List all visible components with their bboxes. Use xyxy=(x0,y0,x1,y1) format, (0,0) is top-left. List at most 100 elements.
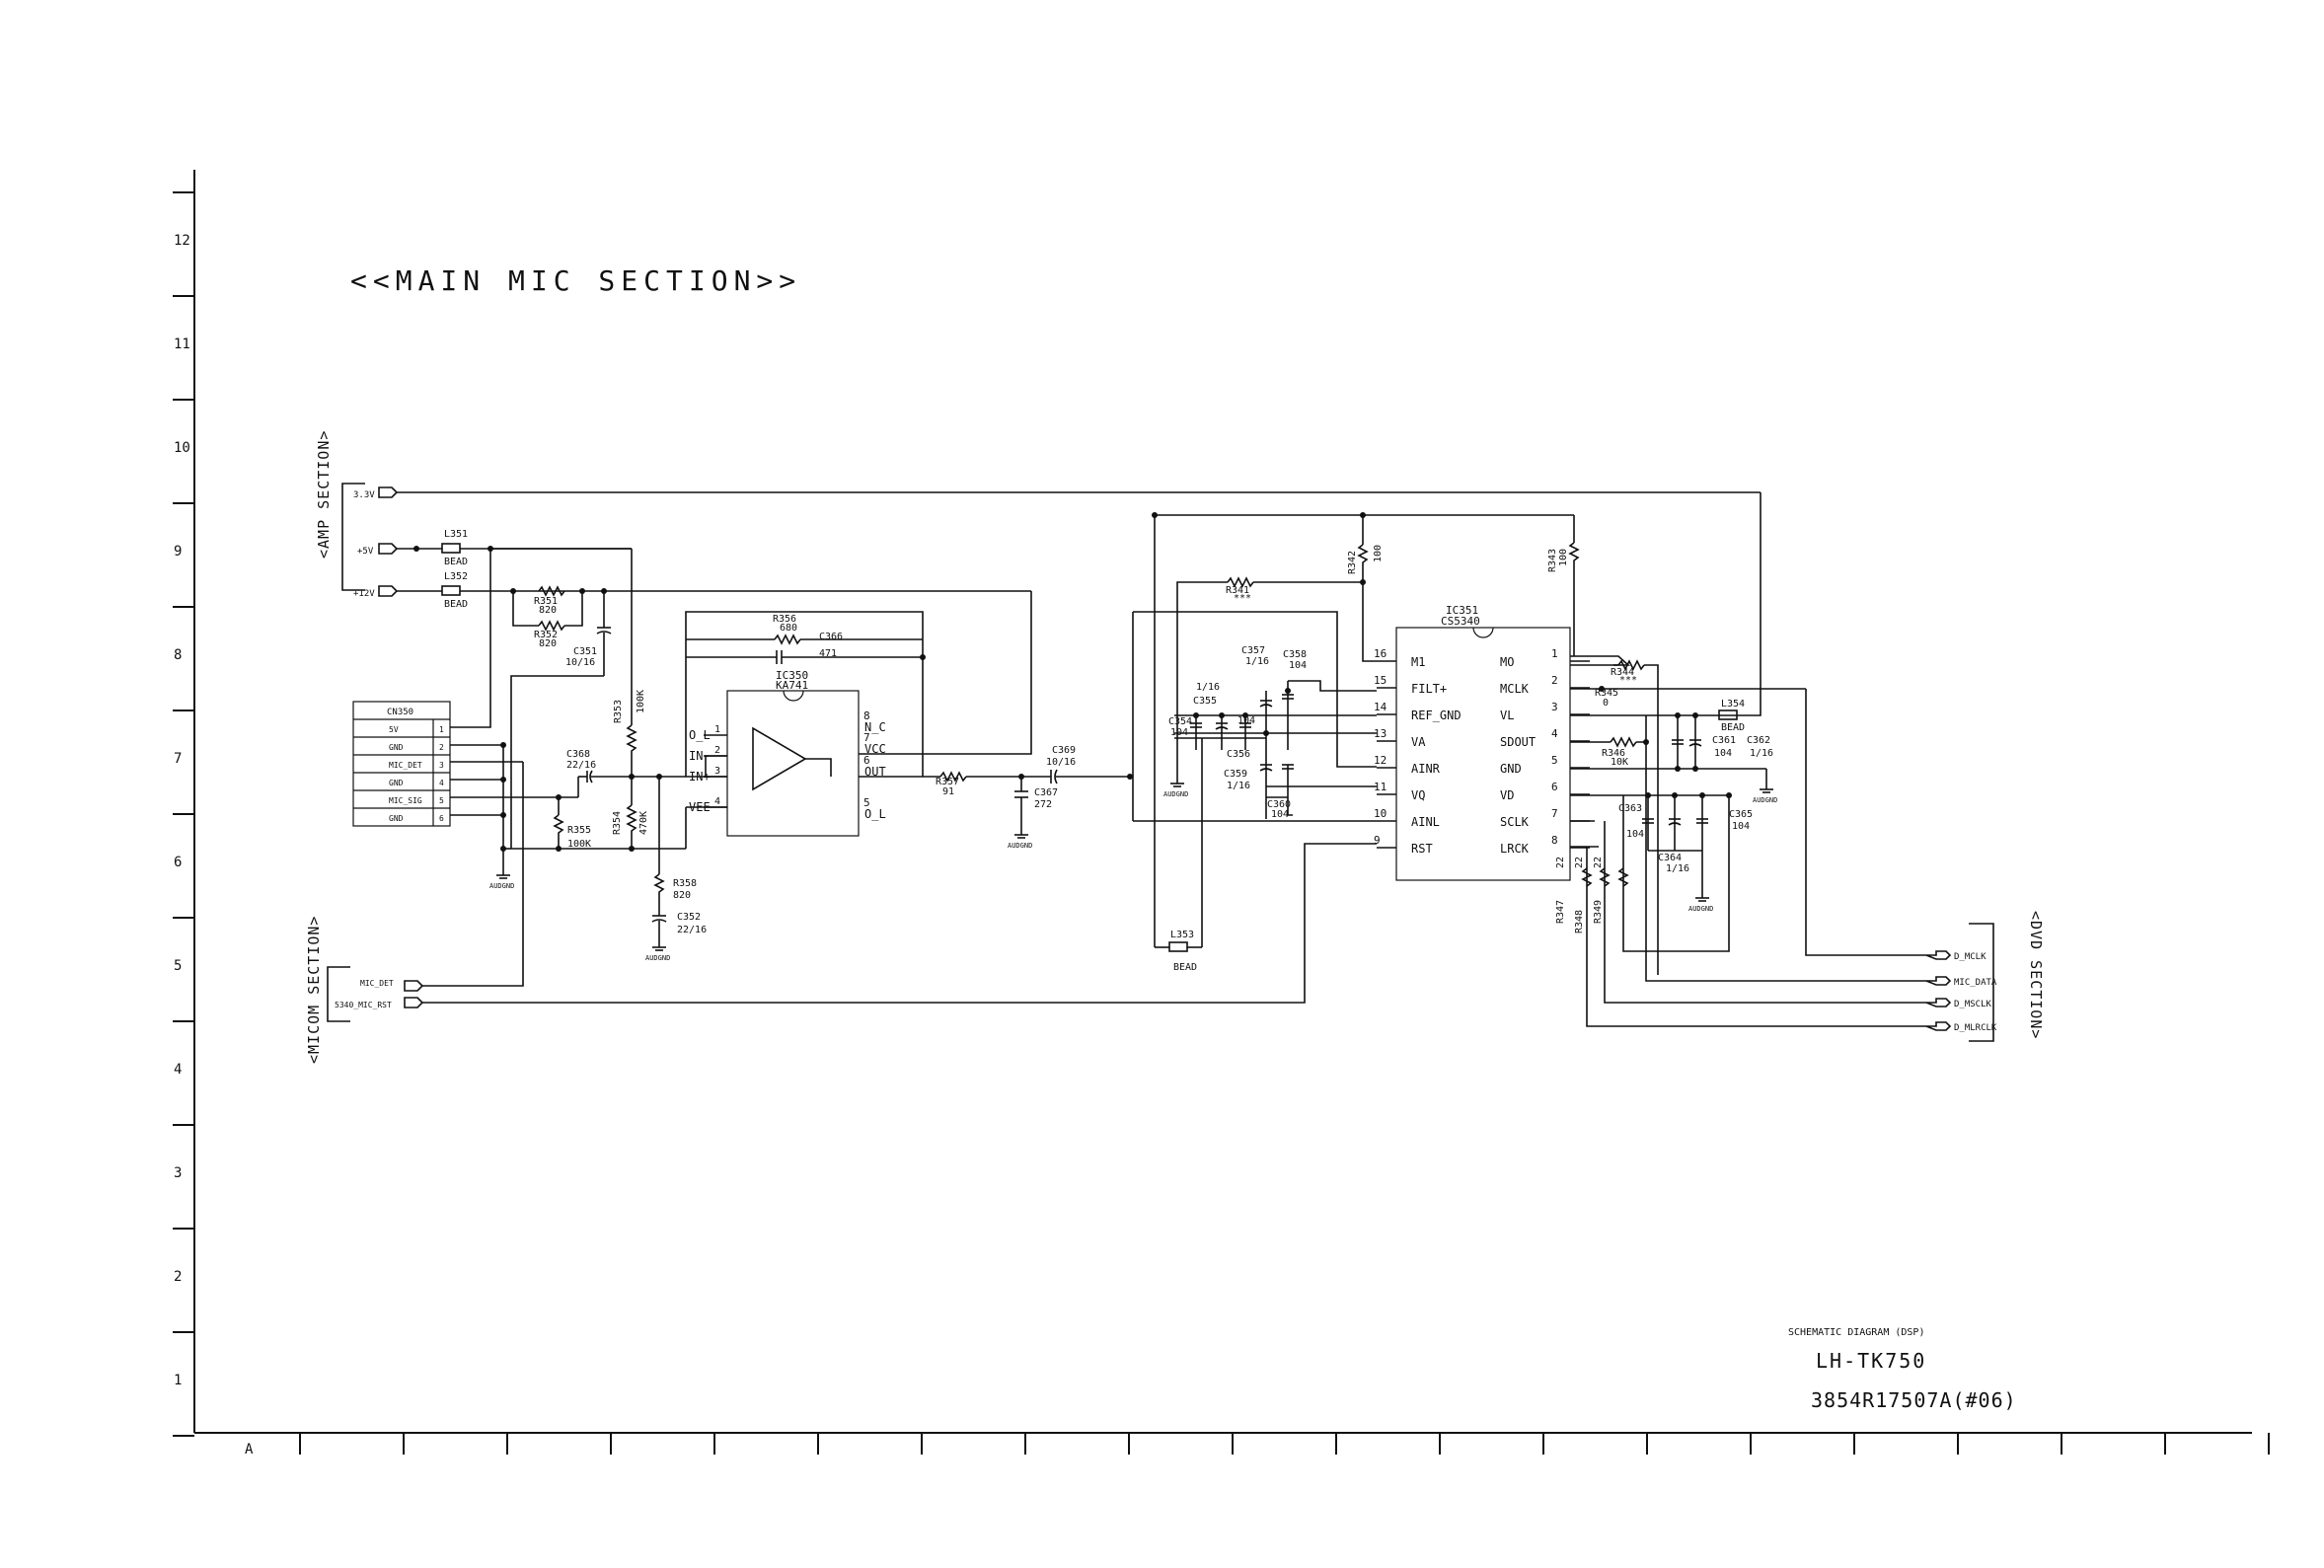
ic350-pin-number: 2 xyxy=(714,745,720,756)
junction-dot xyxy=(1360,579,1366,585)
junction-dot xyxy=(487,546,493,552)
micom-section-label: <MICOM SECTION> xyxy=(305,916,323,1064)
ic351-pin-name: VA xyxy=(1411,735,1426,749)
ic351-left-nets: R342 100 R341 *** C357 1/16 C358 104 1/1… xyxy=(1132,514,1574,973)
svg-text:22/16: 22/16 xyxy=(677,925,707,935)
junction-dot xyxy=(1599,686,1605,692)
junction-dot xyxy=(1675,712,1681,718)
svg-text:C367: C367 xyxy=(1034,787,1058,798)
ic351-pin-number: 5 xyxy=(1551,754,1558,767)
ic351-pin-number: 7 xyxy=(1551,807,1558,820)
svg-text:L353: L353 xyxy=(1170,930,1194,940)
svg-text:R344: R344 xyxy=(1611,667,1634,678)
row-number: 10 xyxy=(174,440,190,456)
row-number: 9 xyxy=(174,544,182,560)
svg-text:R342: R342 xyxy=(1347,551,1358,574)
junction-dot xyxy=(1219,712,1225,718)
junction-dot xyxy=(1285,688,1291,694)
ic351-pin-name: SDOUT xyxy=(1500,735,1536,749)
svg-text:***: *** xyxy=(1619,675,1637,686)
junction-dot xyxy=(1726,792,1732,798)
junction-dot xyxy=(500,846,506,852)
junction-dot xyxy=(1242,712,1248,718)
svg-text:C351: C351 xyxy=(573,646,597,657)
ic351-pin-name: RST xyxy=(1411,842,1433,856)
svg-text:C369: C369 xyxy=(1052,745,1076,756)
connector-pin-label: GND xyxy=(389,779,404,787)
junction-dot xyxy=(601,588,607,594)
ic351-pin-number: 13 xyxy=(1374,727,1387,740)
junction-dot xyxy=(500,812,506,818)
svg-text:104: 104 xyxy=(1732,821,1750,832)
svg-text:C354: C354 xyxy=(1168,716,1192,727)
row-number: 3 xyxy=(174,1165,182,1181)
svg-text:C355: C355 xyxy=(1193,696,1217,707)
svg-text:C365: C365 xyxy=(1729,809,1753,820)
title-block-caption: SCHEMATIC DIAGRAM (DSP) xyxy=(1788,1327,1924,1338)
junction-dot xyxy=(1675,766,1681,772)
svg-text:1/16: 1/16 xyxy=(1196,682,1220,693)
svg-text:C356: C356 xyxy=(1227,749,1250,760)
junction-dot xyxy=(1672,792,1678,798)
svg-text:C357: C357 xyxy=(1241,645,1265,656)
title-block-doc-number: 3854R17507A(#06) xyxy=(1811,1388,2017,1412)
ic351-pin-name: VD xyxy=(1500,788,1514,802)
row-number: 1 xyxy=(174,1373,182,1388)
svg-text:0: 0 xyxy=(1603,698,1609,709)
ic350-pin-number: 3 xyxy=(714,766,720,777)
svg-text:L352: L352 xyxy=(444,571,468,582)
svg-text:104: 104 xyxy=(1714,748,1732,759)
resistor-r358: R358 820 xyxy=(653,777,697,908)
connector-pin-label: GND xyxy=(389,814,404,823)
ic351-pin-name: SCLK xyxy=(1500,815,1530,829)
svg-text:680: 680 xyxy=(780,623,797,634)
ic351-pin-number: 10 xyxy=(1374,807,1387,820)
svg-text:C361: C361 xyxy=(1712,735,1736,746)
ic350-pin-number: 4 xyxy=(714,796,720,807)
ic351-pin-name: VQ xyxy=(1411,788,1425,802)
connector-pin-number: 4 xyxy=(439,779,444,787)
output-port-label: D_MCLK xyxy=(1954,952,1987,962)
svg-text:10/16: 10/16 xyxy=(1046,757,1076,768)
ic351-pin-number: 2 xyxy=(1551,674,1558,687)
ic350-pin-name: OUT xyxy=(864,765,886,779)
output-port xyxy=(1925,998,1952,1008)
ic351-pin-name: MCLK xyxy=(1500,682,1530,696)
svg-text:BEAD: BEAD xyxy=(1173,962,1197,973)
junction-dot xyxy=(500,742,506,748)
svg-text:KA741: KA741 xyxy=(776,679,808,692)
junction-dot xyxy=(1645,792,1651,798)
connector-pin-number: 5 xyxy=(439,796,444,805)
svg-text:MIC_DET: MIC_DET xyxy=(360,979,394,988)
title-block-model: LH-TK750 xyxy=(1816,1349,1926,1373)
svg-text:R358: R358 xyxy=(673,878,697,889)
svg-text:1/16: 1/16 xyxy=(1666,863,1689,874)
junction-dot xyxy=(1643,739,1649,745)
column-letter: A xyxy=(245,1442,254,1457)
svg-text:1/16: 1/16 xyxy=(1227,781,1250,791)
svg-text:L351: L351 xyxy=(444,529,468,540)
svg-text:***: *** xyxy=(1234,593,1251,604)
amp-section-label: <AMP SECTION> xyxy=(315,430,333,559)
ic350-pin-name: O_L xyxy=(864,807,886,821)
connector-pin-number: 1 xyxy=(439,725,444,734)
svg-text:C359: C359 xyxy=(1224,769,1247,780)
svg-text:C358: C358 xyxy=(1283,649,1307,660)
ic351-right-nets: R343 100 R344 *** R345 0 L354 BEAD R346 … xyxy=(1547,492,1926,1027)
svg-text:1/16: 1/16 xyxy=(1245,656,1269,667)
ic351-pin-number: 3 xyxy=(1551,701,1558,713)
ic351-pin-name: AINL xyxy=(1411,815,1440,829)
ic350-pin-number: 1 xyxy=(714,724,720,735)
ground-label: AUDGND xyxy=(1008,842,1032,850)
row-number: 5 xyxy=(174,958,182,974)
ic350-pin-name: VCC xyxy=(864,742,886,756)
ic351-pin-number: 1 xyxy=(1551,647,1558,660)
ic351-pin-number: 6 xyxy=(1551,781,1558,793)
svg-text:R341: R341 xyxy=(1226,585,1249,596)
junction-dot xyxy=(1360,512,1366,518)
connector-pin-number: 3 xyxy=(439,761,444,770)
ic351-pin-name: FILT+ xyxy=(1411,682,1447,696)
svg-text:C352: C352 xyxy=(677,912,701,923)
ic351-adc: IC351 CS5340 16M115FILT+14REF_GND13VA12A… xyxy=(1374,604,1590,881)
